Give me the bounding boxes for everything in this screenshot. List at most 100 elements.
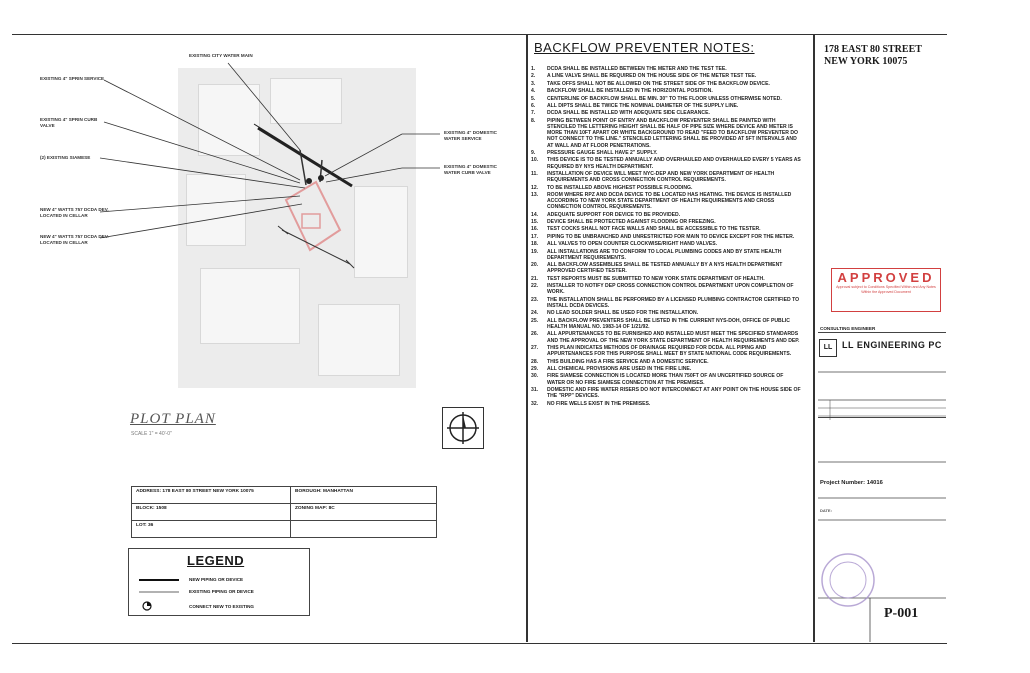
sheet-divider-right xyxy=(813,34,815,642)
note-text: DEVICE SHALL BE PROTECTED AGAINST FLOODI… xyxy=(547,219,716,226)
callout-domestic-curb-valve: EXISTING 4" DOMESTIC WATER CURB VALVE xyxy=(444,164,497,175)
note-item: 21.TEST REPORTS MUST BE SUBMITTED TO NEW… xyxy=(531,276,801,282)
callout-new-watts-1: NEW 4" WATTS 757 DCDA DEV. LOCATED IN CE… xyxy=(40,207,109,218)
note-text: DCDA SHALL BE INSTALLED BETWEEN THE METE… xyxy=(547,66,727,72)
note-item: 5.CENTERLINE OF BACKFLOW SHALL BE MIN. 3… xyxy=(531,96,801,102)
note-item: 14. ADEQUATE SUPPORT FOR DEVICE TO BE PRO… xyxy=(531,212,801,218)
note-item: 17. PIPING TO BE UNBRANCHED AND UNRESTRIC… xyxy=(531,234,801,240)
note-number: 9. xyxy=(531,149,536,156)
note-number: 5. xyxy=(531,95,536,102)
note-number: 6. xyxy=(531,102,536,109)
approved-stamp: APPROVED Approval subject to Conditions … xyxy=(831,268,941,312)
note-item: 16.TEST COCKS SHALL NOT FACE WALLS AND S… xyxy=(531,226,801,232)
date-label: Date: xyxy=(820,508,832,513)
note-item: 28. THIS BUILDING HAS A FIRE SERVICE AND … xyxy=(531,359,801,365)
project-number: Project Number: 14016 xyxy=(820,480,883,486)
note-number: 4. xyxy=(531,88,536,95)
note-text: PIPING BETWEEN POINT OF ENTRY AND BACKFL… xyxy=(547,117,798,149)
note-number: 18. xyxy=(531,241,539,248)
note-text: THIS BUILDING HAS A FIRE SERVICE AND A D… xyxy=(547,358,709,365)
note-text: ADEQUATE SUPPORT FOR DEVICE TO BE PROVID… xyxy=(547,211,681,218)
note-item: 27.THIS PLAN INDICATES METHODS OF DRAINA… xyxy=(531,345,801,357)
note-number: 17. xyxy=(531,233,539,240)
callout-siamese: (2) EXISTING SIAMESE xyxy=(40,155,91,160)
note-item: 18. ALL VALVES TO OPEN COUNTER CLOCKWISE/… xyxy=(531,241,801,247)
map-building-block xyxy=(354,186,408,278)
note-item: 29.ALL CHEMICAL PROVISIONS ARE USED IN T… xyxy=(531,366,801,372)
callout-sprinkler-curb-valve: EXISTING 4" SPRIN CURB VALVE xyxy=(40,117,98,128)
note-text: NO FIRE WELLS EXIST IN THE PREMISES. xyxy=(547,400,651,407)
note-item: 11. INSTALLATION OF DEVICE WILL MEET NYC-… xyxy=(531,171,801,183)
note-item: 22.INSTALLER TO NOTIFY DEP CROSS CONNECT… xyxy=(531,283,801,295)
note-number: 13. xyxy=(531,191,539,198)
note-item: 6. ALL DIPTS SHALL BE TWICE THE NOMINAL D… xyxy=(531,103,801,109)
note-item: 7.DCDA SHALL BE INSTALLED WITH ADEQUATE … xyxy=(531,110,801,116)
map-building-block xyxy=(200,268,300,344)
callout-sprinkler-service: EXISTING 4" SPRIN SERVICE xyxy=(40,76,105,81)
callout-new-watts-2: NEW 4" WATTS 757 DCDA DEV. LOCATED IN CE… xyxy=(40,234,109,245)
note-text: PIPING TO BE UNBRANCHED AND UNRESTRICTED… xyxy=(547,233,795,240)
note-number: 14. xyxy=(531,211,539,218)
engineer-name: LL ENGINEERING PC xyxy=(842,340,942,350)
note-text: ALL INSTALLATIONS ARE TO CONFORM TO LOCA… xyxy=(547,248,782,261)
note-item: 13. ROOM WHERE RPZ AND DCDA DEVICE TO BE … xyxy=(531,192,801,211)
note-text: THE INSTALLATION SHALL BE PERFORMED BY A… xyxy=(547,296,800,310)
note-text: ALL BACKFLOW PREVENTERS SHALL BE LISTED … xyxy=(547,317,790,331)
note-text: ALL APPURTENANCES TO BE FURNISHED AND IN… xyxy=(547,331,800,344)
note-number: 32. xyxy=(531,400,539,407)
sheet-divider-left xyxy=(526,34,528,642)
note-text: INSTALLER TO NOTIFY DEP CROSS CONNECTION… xyxy=(547,283,794,296)
empty-cell xyxy=(290,520,437,538)
note-item: 30.FIRE SIAMESE CONNECTION IS LOCATED MO… xyxy=(531,373,801,385)
note-item: 24.NO LEAD SOLDER SHALL BE USED FOR THE … xyxy=(531,310,801,316)
note-item: 1. DCDA SHALL BE INSTALLED BETWEEN THE ME… xyxy=(531,66,801,72)
engineer-logo: LL xyxy=(819,339,837,357)
note-number: 30. xyxy=(531,373,539,380)
consulting-engineer-label: CONSULTING ENGINEER xyxy=(820,326,876,331)
note-text: INSTALLATION OF DEVICE WILL MEET NYC-DEP… xyxy=(547,170,775,184)
note-item: 12. TO BE INSTALLED ABOVE HIGHEST POSSIBL… xyxy=(531,185,801,191)
legend-box: LEGEND NEW PIPING OR DEVICE EXISTING PIP… xyxy=(128,548,310,616)
note-number: 28. xyxy=(531,358,539,365)
plot-plan-title: PLOT PLAN xyxy=(130,411,216,427)
note-number: 31. xyxy=(531,386,539,393)
notes-list: 1. DCDA SHALL BE INSTALLED BETWEEN THE ME… xyxy=(531,66,801,408)
map-building-block xyxy=(270,78,342,124)
note-text: ALL CHEMICAL PROVISIONS ARE USED IN THE … xyxy=(547,365,692,372)
title-block-address: 178 EAST 80 STREET NEW YORK 10075 xyxy=(824,44,922,67)
legend-item-existing: EXISTING PIPING OR DEVICE xyxy=(139,589,254,594)
note-number: 12. xyxy=(531,184,539,191)
note-text: TO BE INSTALLED ABOVE HIGHEST POSSIBLE F… xyxy=(547,184,693,191)
note-text: ROOM WHERE RPZ AND DCDA DEVICE TO BE LOC… xyxy=(547,191,792,211)
note-item: 31.DOMESTIC AND FIRE WATER RISERS DO NOT… xyxy=(531,387,801,399)
note-number: 15. xyxy=(531,219,539,226)
note-item: 26.ALL APPURTENANCES TO BE FURNISHED AND… xyxy=(531,331,801,343)
note-item: 8. PIPING BETWEEN POINT OF ENTRY AND BACK… xyxy=(531,118,801,149)
note-number: 2. xyxy=(531,73,536,80)
plot-plan-scale: SCALE 1" = 40'-0" xyxy=(131,431,172,437)
note-number: 11. xyxy=(531,170,538,177)
note-item: 20.ALL BACKFLOW ASSEMBLIES SHALL BE TEST… xyxy=(531,262,801,274)
note-text: TAKE OFFS SHALL NOT BE ALLOWED ON THE ST… xyxy=(547,80,770,87)
note-number: 1. xyxy=(531,66,536,72)
note-item: 23.THE INSTALLATION SHALL BE PERFORMED B… xyxy=(531,297,801,309)
note-text: BACKFLOW SHALL BE INSTALLED IN THE HORIZ… xyxy=(547,88,713,95)
note-item: 10.THIS DEVICE IS TO BE TESTED ANNUALLY … xyxy=(531,157,801,169)
note-item: 4. BACKFLOW SHALL BE INSTALLED IN THE HOR… xyxy=(531,88,801,94)
note-number: 27. xyxy=(531,345,539,351)
note-text: ALL VALVES TO OPEN COUNTER CLOCKWISE/RIG… xyxy=(547,241,718,248)
note-number: 20. xyxy=(531,262,539,269)
legend-item-connect: CONNECT NEW TO EXISTING xyxy=(139,601,254,611)
note-item: 3.TAKE OFFS SHALL NOT BE ALLOWED ON THE … xyxy=(531,81,801,87)
note-text: DCDA SHALL BE INSTALLED WITH ADEQUATE SI… xyxy=(547,110,710,117)
plot-plan-map xyxy=(178,68,416,388)
map-building-block xyxy=(186,174,246,246)
note-text: TEST COCKS SHALL NOT FACE WALLS AND SHAL… xyxy=(547,226,761,233)
sheet-number: P-001 xyxy=(884,606,919,621)
note-text: ALL DIPTS SHALL BE TWICE THE NOMINAL DIA… xyxy=(547,102,739,109)
note-item: 2.A LINE VALVE SHALL BE REQUIRED ON THE … xyxy=(531,73,801,79)
notes-title: BACKFLOW PREVENTER NOTES: xyxy=(534,40,755,55)
map-building-block xyxy=(318,304,400,376)
note-number: 8. xyxy=(531,117,536,124)
